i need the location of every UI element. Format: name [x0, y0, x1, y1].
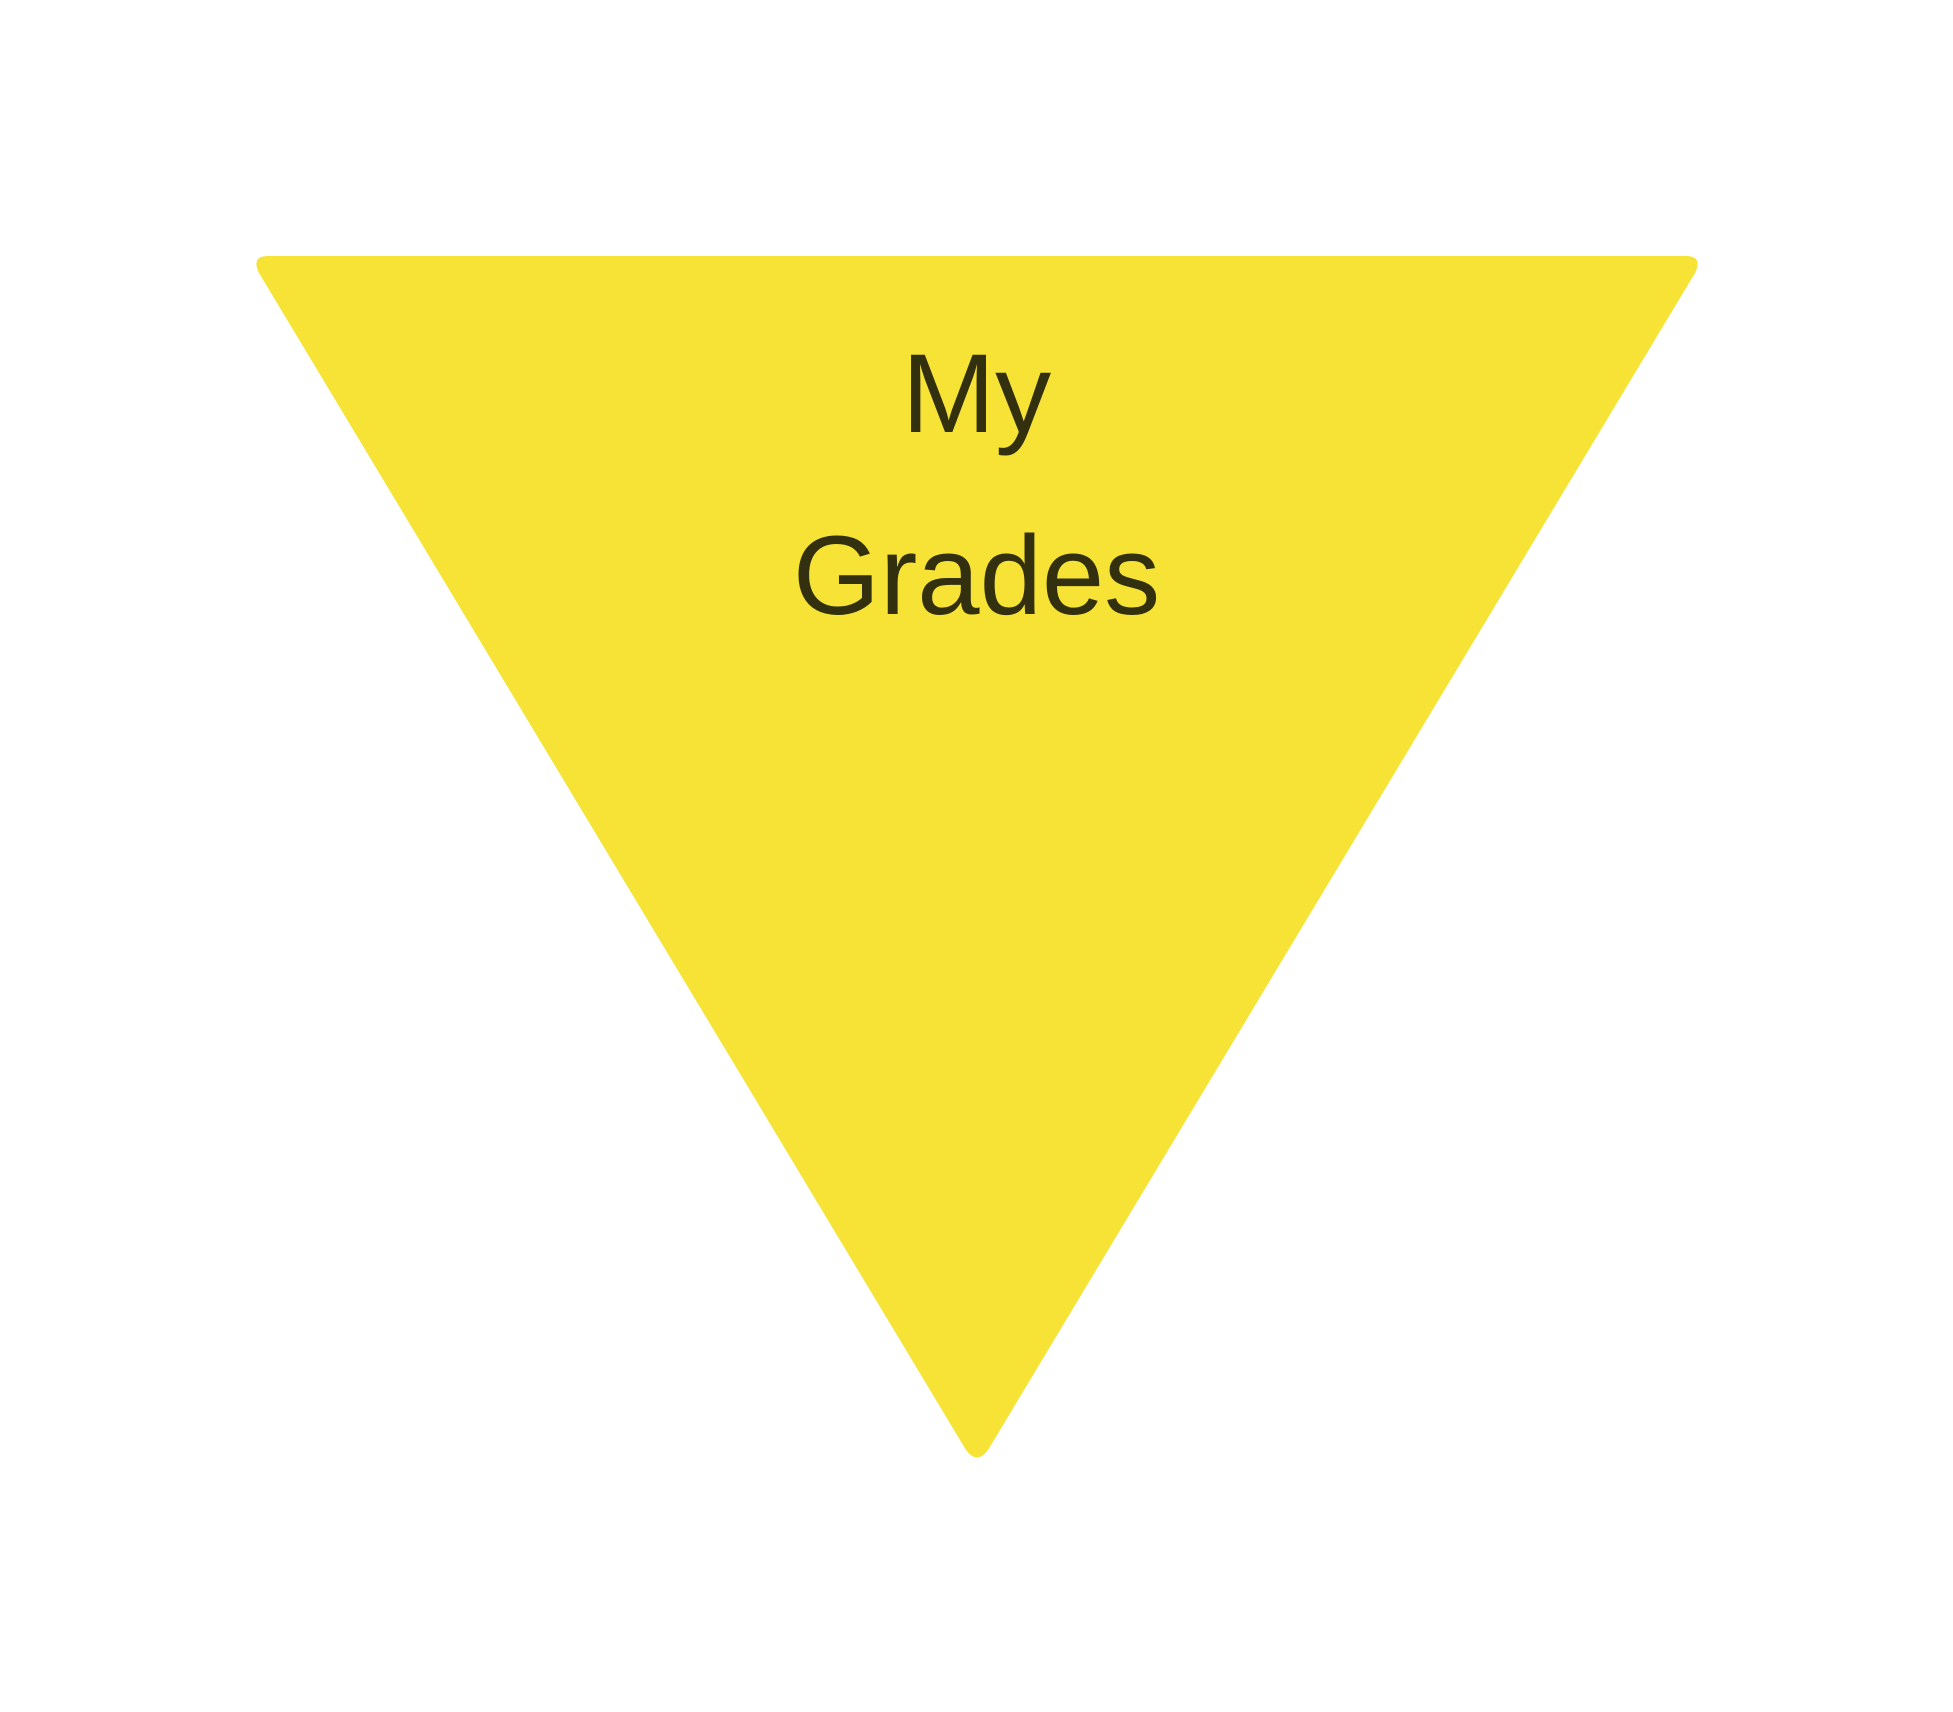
inverted-triangle-shape[interactable]	[256, 256, 1698, 1458]
label-line-my: My	[901, 331, 1052, 456]
shape-label: My Grades	[0, 303, 1953, 667]
label-line-grades: Grades	[792, 513, 1161, 638]
